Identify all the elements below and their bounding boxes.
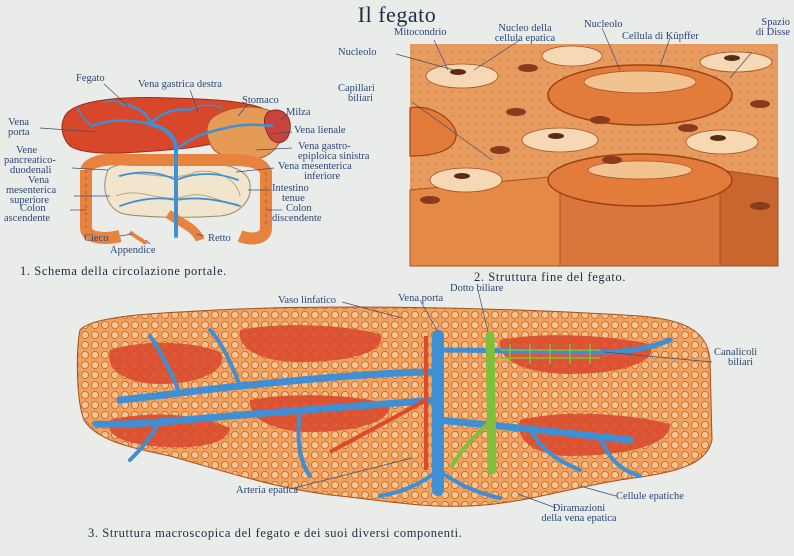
label-vena-mes-sup-2: mesenterica [6,185,57,196]
nucleus [685,129,759,155]
label-stomaco: Stomaco [242,95,279,106]
bile-duct [450,331,497,475]
label-fegato: Fegato [76,73,105,84]
portal-veins [77,99,274,238]
caption-fig3: 3. Struttura macroscopica del fegato e d… [88,526,463,540]
label-canalicoli-2: biliari [728,357,754,368]
spleen-shape [263,109,291,144]
label-vena-mes-inf-2: inferiore [304,171,341,182]
label-spazio-disse-2: di Disse [755,27,790,38]
poster-title: Il fegato [357,2,437,27]
label-diramazioni-1: Diramazioni [552,503,606,514]
fig3-macro-structure [76,306,713,507]
fig1-portal-circulation [61,97,291,246]
label-vaso-linfatico: Vaso linfatico [278,295,337,306]
label-dotto-biliare: Dotto biliare [450,283,504,294]
label-retto: Retto [208,233,231,244]
label-intestino-2: tenue [282,193,305,204]
label-vena-gastrica-destra: Vena gastrica destra [138,79,222,90]
label-vena-porta: Vena porta [398,293,444,304]
label-vene-panc-2: pancreatico- [4,155,56,166]
label-diramazioni-2: della vena epatica [541,513,617,524]
label-colon-asc-1: Colon [20,203,46,214]
label-spazio-disse-1: Spazio [761,17,790,28]
label-mitocondrio: Mitocondrio [394,27,447,38]
label-nucleo-cellula-2: cellula epatica [494,33,556,44]
nucleus [429,167,503,193]
label-milza: Milza [286,107,311,118]
label-nucleo-cellula-1: Nucleo della [498,23,552,34]
label-vena-lienale: Vena lienale [294,125,346,136]
label-vena-porta-1: Vena [8,117,29,128]
label-nucleolo-left: Nucleolo [338,47,377,58]
label-cellula-kupffer: Cellula di Küpffer [622,31,699,42]
label-intestino-1: Intestino [272,183,309,194]
label-vena-mes-sup-1: Vena [28,175,49,186]
appendix-shape [128,230,148,246]
label-capillari-2: biliari [348,93,374,104]
hepatic-veins [92,328,673,500]
label-cellule-epatiche: Cellule epatiche [616,491,684,502]
label-appendice: Appendice [110,245,156,256]
label-vene-panc-3: duodenali [10,165,52,176]
label-arteria-epatica: Arteria epatica [236,485,299,496]
caption-fig2: 2. Struttura fine del fegato. [474,270,627,284]
label-vena-gastro-2: epiploica sinistra [298,151,370,162]
fig2-fine-structure [409,44,779,267]
nucleus [425,63,499,89]
label-vena-gastro-1: Vena gastro- [298,141,351,152]
nucleus [541,45,603,67]
hepatic-artery [329,336,428,470]
nucleus [699,51,773,73]
label-colon-asc-2: ascendente [4,213,51,224]
label-capillari-1: Capillari [338,83,375,94]
label-vena-mes-sup-3: superiore [10,195,50,206]
label-vena-porta-2: porta [8,127,30,138]
label-canalicoli-1: Canalicoli [714,347,758,358]
label-nucleolo-top: Nucleolo [584,19,623,30]
label-cieco: Cieco [84,233,109,244]
rectum-shape [165,210,205,242]
label-colon-disc-2: discendente [272,213,322,224]
label-vene-panc-1: Vene [16,145,37,156]
label-vena-mes-inf-1: Vena mesenterica [278,161,352,172]
colon-shape [80,153,272,245]
caption-fig1: 1. Schema della circolazione portale. [20,264,227,278]
mitochondria [420,64,770,210]
nucleus [521,127,599,153]
leader-lines [39,27,753,509]
label-colon-disc-1: Colon [286,203,312,214]
bile-canaliculi [500,344,600,364]
